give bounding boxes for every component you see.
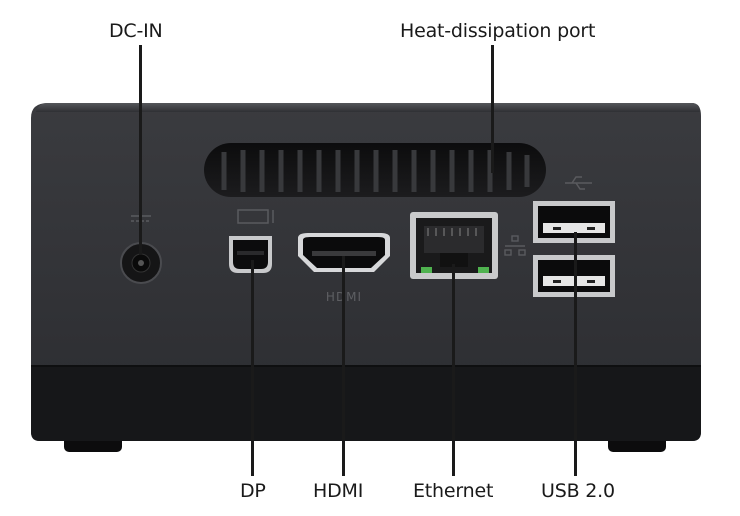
ethernet-leader bbox=[452, 264, 455, 476]
heat-dissipation-vent bbox=[204, 143, 546, 197]
hdmi-port bbox=[298, 233, 390, 272]
usb-label: USB 2.0 bbox=[541, 480, 615, 502]
dc-in-label: DC-IN bbox=[109, 20, 163, 42]
displayport bbox=[229, 209, 274, 273]
dp-leader bbox=[251, 260, 254, 476]
hdmi-leader bbox=[342, 256, 345, 476]
bottom-band bbox=[31, 366, 701, 441]
dc-in-leader bbox=[139, 45, 142, 255]
ethernet-port bbox=[410, 212, 526, 279]
dp-label: DP bbox=[240, 480, 266, 502]
usb-leader bbox=[574, 232, 577, 476]
hdmi-label: HDMI bbox=[313, 480, 364, 502]
ethernet-label: Ethernet bbox=[413, 480, 494, 502]
heat-port-label: Heat-dissipation port bbox=[400, 20, 596, 42]
heat-port-leader bbox=[491, 45, 494, 173]
